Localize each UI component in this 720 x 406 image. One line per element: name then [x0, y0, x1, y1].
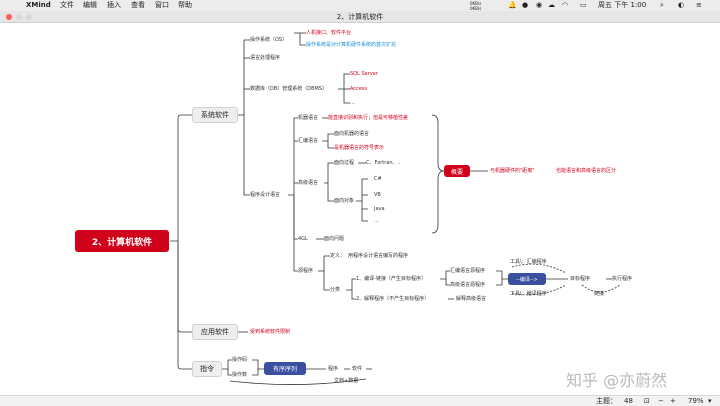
zoom-level[interactable]: 79%	[688, 397, 704, 405]
note-os-1[interactable]: 人机接口、软件平台	[306, 30, 352, 36]
topic-access[interactable]: Access	[350, 86, 368, 92]
wifi-icon[interactable]: ◠	[562, 1, 569, 9]
topic-dbms[interactable]: 数据库（DB）管理系统（DBMS）	[250, 86, 328, 92]
net-bottom: 0KB/s	[470, 6, 482, 11]
compile-label: --编译-->	[516, 276, 538, 283]
topic-highlevel[interactable]: 高级语言	[298, 180, 319, 186]
topic-oo-more[interactable]: ...	[374, 218, 379, 224]
spotlight-icon[interactable]: ⌕	[660, 1, 664, 9]
topic-program[interactable]: 程序	[328, 366, 339, 372]
topic-assembly[interactable]: 汇编语言	[298, 138, 319, 144]
topic-system-software[interactable]: 系统软件	[192, 107, 238, 123]
topic-4gl[interactable]: 4GL	[298, 236, 308, 242]
minimize-button[interactable]	[16, 14, 22, 20]
fit-icon[interactable]: ⊡	[644, 397, 650, 405]
zoom-button[interactable]	[26, 14, 32, 20]
zoom-out-icon[interactable]: −	[658, 397, 664, 405]
topic-csharp[interactable]: C#	[374, 176, 382, 182]
mindmap-canvas[interactable]: 2、计算机软件 系统软件 应用软件 指令 操作系统（OS） 人机接口、软件平台 …	[0, 23, 720, 395]
topic-machine-lang[interactable]: 机器语言	[298, 115, 319, 121]
note-app-software[interactable]: 受到系统软件限制	[250, 329, 291, 335]
topic-obj-oriented[interactable]: 面向对象	[334, 198, 355, 204]
topic-prog-lang[interactable]: 程序设计语言	[250, 192, 281, 198]
menu-file[interactable]: 文件	[60, 1, 74, 9]
note-definition[interactable]: 用程序设计语言编写的程序	[348, 253, 409, 259]
topic-sql-server[interactable]: SQL Server	[350, 71, 378, 77]
topic-operand[interactable]: 操作数	[232, 372, 248, 378]
topic-proc-oriented[interactable]: 面向过程	[334, 160, 355, 166]
seq-label: 有序序列	[272, 366, 297, 373]
note-doc-data[interactable]: 文档+数据	[334, 378, 359, 384]
topic-definition[interactable]: 定义：	[330, 253, 346, 259]
topic-java[interactable]: Java	[374, 206, 385, 212]
cloud-icon[interactable]: ☁	[548, 1, 555, 9]
topic-proc-langs[interactable]: C、Fortran、..	[366, 160, 401, 166]
topic-execute[interactable]: 执行程序	[612, 276, 633, 282]
topic-vb[interactable]: VB	[374, 192, 381, 198]
topic-app-software[interactable]: 应用软件	[192, 324, 238, 340]
network-speed: 0KB/s 0KB/s	[470, 1, 481, 11]
compile-node[interactable]: --编译-->	[508, 273, 546, 285]
zoom-in-icon[interactable]: +	[670, 397, 676, 405]
topic-opcode[interactable]: 操作码	[232, 357, 248, 363]
topic-compile-link[interactable]: 1、编译-链接（产生目标程序）	[356, 276, 426, 282]
topic-system-software-label: 系统软件	[201, 111, 229, 119]
topic-instruction-label: 指令	[200, 365, 214, 373]
control-icon[interactable]: ●	[522, 1, 529, 9]
status-bar: 主题： 48 ⊡ − + 79% ▾	[0, 395, 720, 406]
topic-dbms-more[interactable]: ...	[350, 100, 355, 106]
battery-icon[interactable]: ▭	[580, 1, 587, 9]
net-top: 0KB/s	[470, 1, 482, 6]
topic-asm-source[interactable]: 汇编语言源程序	[450, 268, 486, 274]
topic-lang-processor[interactable]: 语言处理程序	[250, 55, 281, 61]
central-topic-label: 2、计算机软件	[91, 237, 153, 248]
note-assembly-2[interactable]: 是机器语言的符号表示	[334, 145, 385, 151]
topic-count-label: 主题：	[596, 397, 617, 405]
account-icon[interactable]: ◉	[536, 1, 543, 9]
note-summary-1[interactable]: 与机器硬件的"距离"	[490, 168, 535, 174]
note-tool-2[interactable]: 工具\：编译程序	[510, 291, 547, 297]
note-assembly-1[interactable]: 面向机器的语言	[334, 131, 370, 137]
topic-interpret[interactable]: 2、解释程序（不产生目标程序）	[356, 296, 430, 302]
topic-target-program[interactable]: 目标程序	[570, 276, 591, 282]
window-titlebar: 2、计算机软件	[0, 11, 720, 23]
note-machine[interactable]: 能直接识别和执行；但是可移植性差	[328, 115, 409, 121]
note-os-2[interactable]: 操作系统是对计算机硬件系统的首次扩充	[306, 42, 397, 48]
summary-badge[interactable]: 概要	[444, 165, 470, 177]
note-interpret[interactable]: 解释高级语言	[456, 296, 487, 302]
close-button[interactable]	[6, 14, 12, 20]
note-link[interactable]: 链接	[594, 291, 605, 297]
note-summary-2[interactable]: 也能语言和高级语言的区分	[556, 168, 617, 174]
menu-app-xmind[interactable]: XMind	[26, 1, 51, 9]
window-title: 2、计算机软件	[336, 13, 384, 21]
menu-list-icon[interactable]: ≡	[696, 1, 702, 9]
topic-software[interactable]: 软件	[352, 366, 363, 372]
zoom-dropdown-icon[interactable]: ▾	[708, 397, 712, 405]
notification-icon[interactable]: 🔔	[508, 1, 517, 9]
menu-view[interactable]: 查看	[131, 1, 145, 9]
clock[interactable]: 周五 下午 1:00	[598, 1, 647, 9]
menu-bar: XMind 文件 编辑 插入 查看 窗口 帮助 0KB/s 0KB/s 🔔 ● …	[0, 0, 720, 11]
connector-lines	[170, 32, 621, 385]
summary-label: 概要	[450, 168, 463, 176]
watermark: 知乎 @亦蔚然	[566, 371, 668, 390]
note-tool-1[interactable]: 工具\：汇编程序	[510, 259, 547, 265]
menu-edit[interactable]: 编辑	[83, 1, 97, 9]
note-4gl[interactable]: 面向问题	[324, 236, 345, 242]
topic-os[interactable]: 操作系统（OS）	[250, 37, 288, 43]
topic-count: 48	[624, 397, 633, 405]
menu-help[interactable]: 帮助	[178, 1, 192, 9]
menu-window[interactable]: 窗口	[155, 1, 169, 9]
topic-source-program[interactable]: 源程序	[298, 268, 314, 274]
central-topic[interactable]: 2、计算机软件	[75, 230, 169, 252]
menu-insert[interactable]: 插入	[107, 1, 121, 9]
seq-node[interactable]: 有序序列	[264, 362, 306, 375]
topic-app-software-label: 应用软件	[201, 328, 229, 336]
topic-classify[interactable]: 分类	[330, 287, 341, 293]
topic-instruction[interactable]: 指令	[192, 361, 222, 377]
avatar[interactable]: ◐	[678, 1, 685, 9]
topic-hl-source[interactable]: 高级语言源程序	[450, 282, 486, 288]
